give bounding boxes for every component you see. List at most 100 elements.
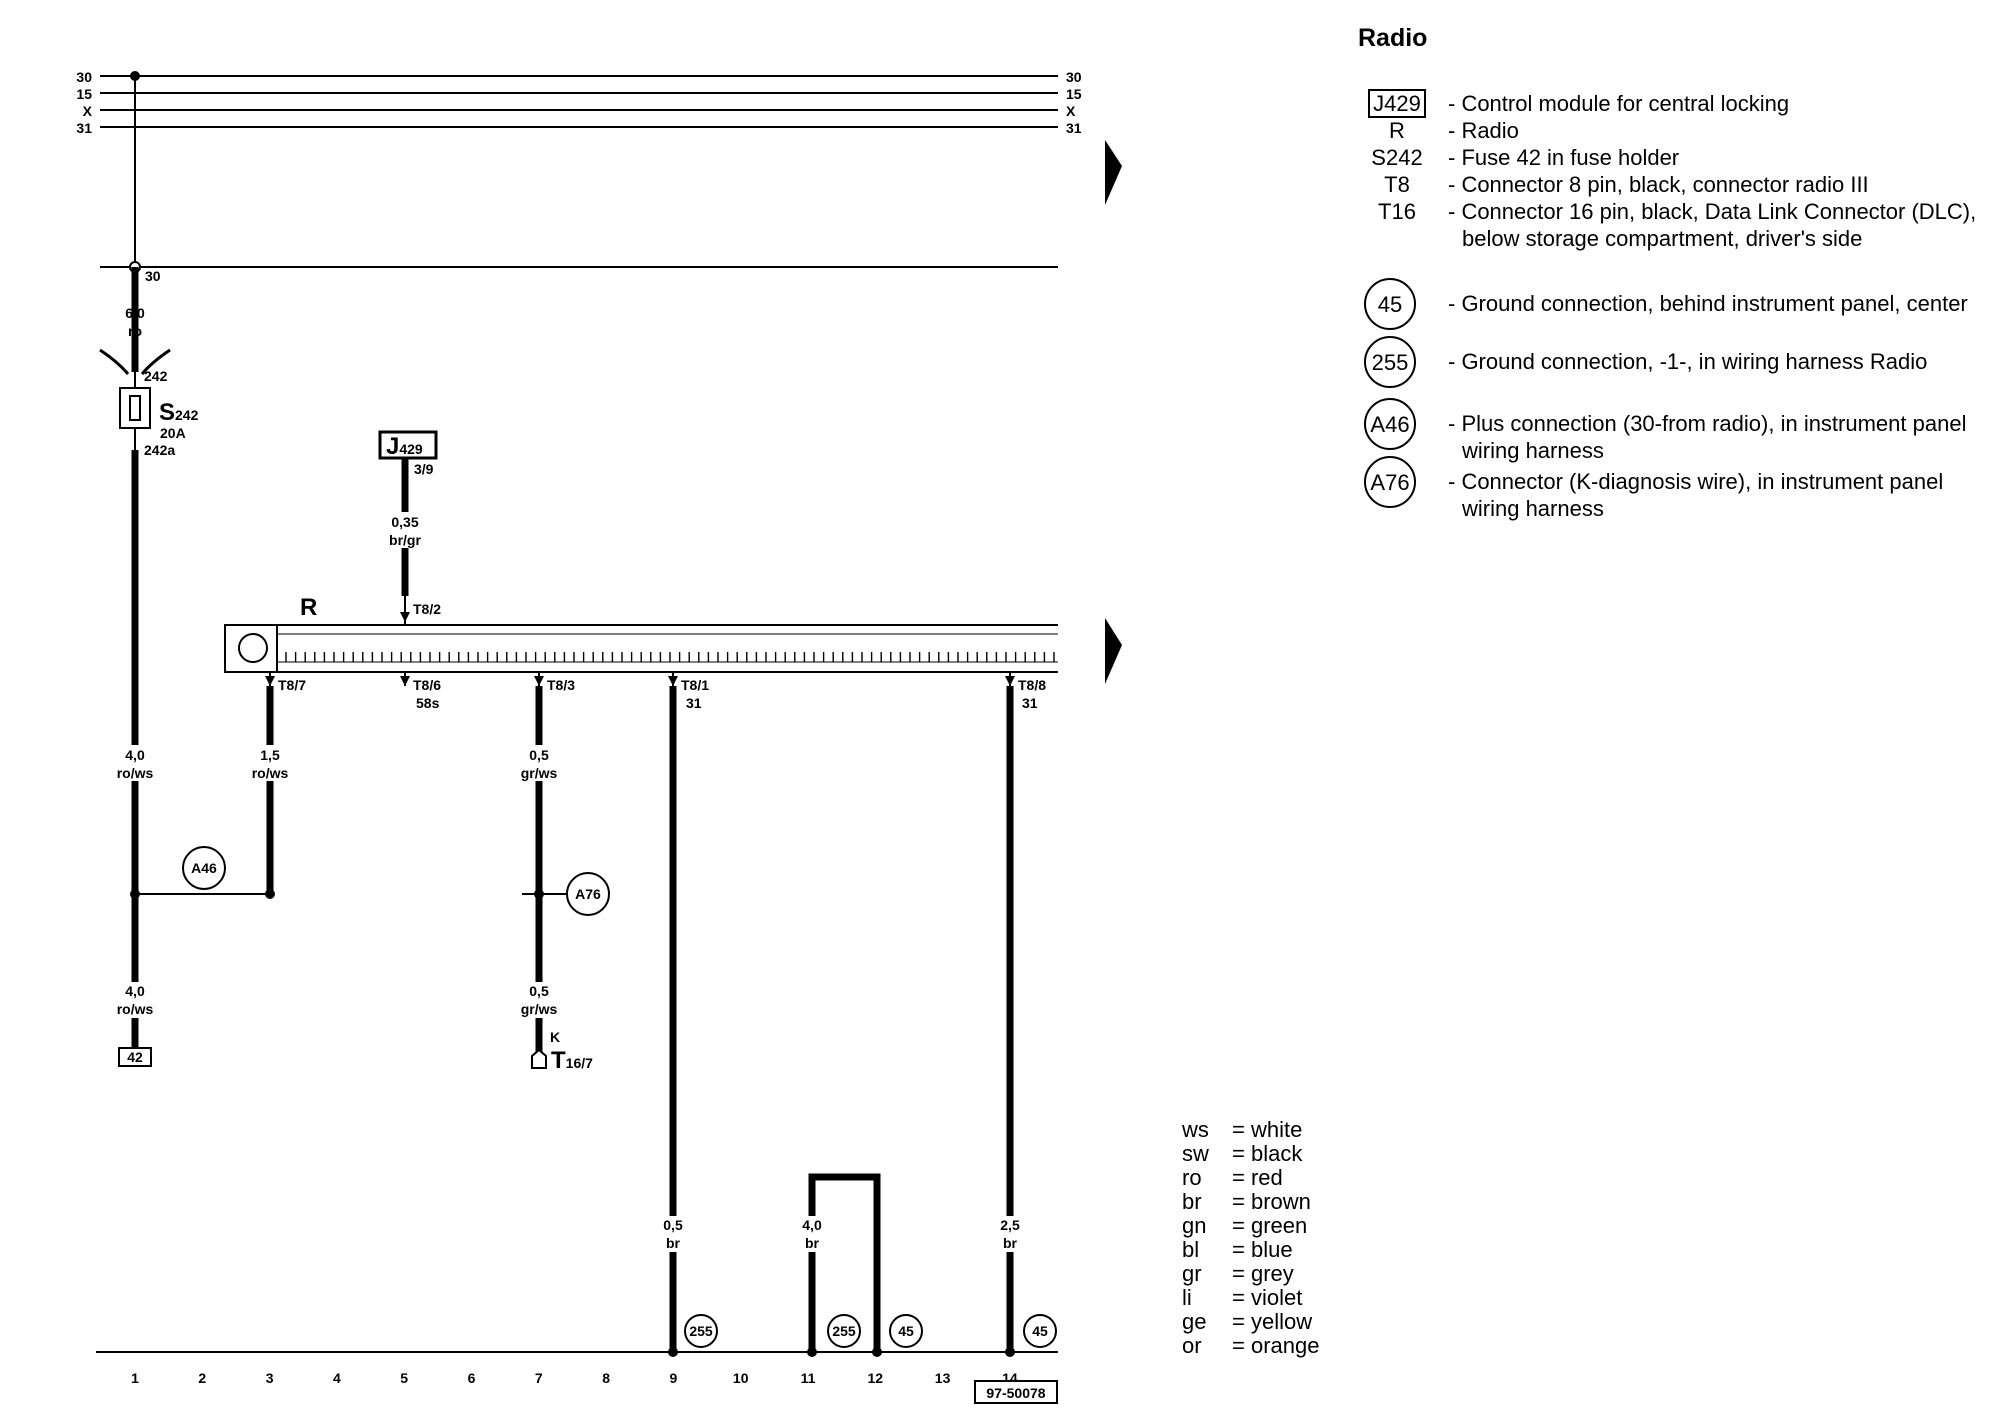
- color-row: ws = white: [1182, 1118, 1319, 1142]
- wire-j429-label-bg: [378, 512, 432, 548]
- color-name: = yellow: [1232, 1309, 1313, 1334]
- track-number: 11: [801, 1370, 816, 1386]
- fuse-rating: 20A: [160, 425, 186, 441]
- fuse-s242: [99, 348, 171, 450]
- color-abbr: gr: [1182, 1261, 1202, 1286]
- ground-255-a-label: 255: [689, 1323, 713, 1339]
- ground-45-a-label: 45: [898, 1323, 914, 1339]
- pin-t81: T8/1: [681, 677, 709, 693]
- wire-t88-color: br: [1003, 1235, 1018, 1251]
- wire-main-upper-label-bg: [110, 745, 160, 781]
- ground-45-a-circle: [889, 1314, 923, 1348]
- wire-t87-size: 1,5: [260, 747, 280, 763]
- ref-42-box: [118, 1047, 152, 1067]
- bus-labels-right: 30 15 X 31: [1066, 69, 1082, 136]
- a76-circle: [566, 872, 610, 916]
- ground-45-b-circle: [1023, 1314, 1057, 1348]
- wiring-diagram: 30 15 X 31 30 15 X 31 30 6,0 ro 242 S242…: [76, 69, 1122, 1404]
- pin-t87: T8/7: [278, 677, 306, 693]
- pin-t88-extra: 31: [1022, 695, 1038, 711]
- wire-t88-size: 2,5: [1000, 1217, 1020, 1233]
- t16-sub: 16/7: [566, 1055, 593, 1071]
- wire-t81-size: 0,5: [663, 1217, 683, 1233]
- legend-desc-a76: - Connector (K-diagnosis wire), in instr…: [1448, 469, 1944, 521]
- pin-t86-extra: 58s: [416, 695, 440, 711]
- legend-desc-j429: - Control module for central locking: [1448, 91, 1790, 116]
- pin-t86: T8/6: [413, 677, 441, 693]
- legend-desc-s242: - Fuse 42 in fuse holder: [1448, 145, 1680, 170]
- color-abbr: ws: [1182, 1117, 1209, 1142]
- color-row: bl= blue: [1182, 1238, 1319, 1262]
- wire-t83-upper-size: 0,5: [529, 747, 549, 763]
- color-row: gn= green: [1182, 1214, 1319, 1238]
- ground-255-b-label: 255: [832, 1323, 856, 1339]
- bus-labels-left: 30 15 X 31: [76, 69, 92, 136]
- doc-number-box: [974, 1380, 1058, 1404]
- bus-label-x-left: X: [83, 103, 93, 119]
- wire-t81-color: br: [666, 1235, 681, 1251]
- track-number: 8: [602, 1370, 610, 1386]
- legend-code-255: 255: [1364, 336, 1416, 388]
- terminal-30-label: 30: [145, 268, 161, 284]
- legend-desc-r: - Radio: [1448, 118, 1519, 143]
- j429-sub: 429: [399, 441, 423, 457]
- fuse-sub: 242: [175, 407, 199, 423]
- color-abbr: sw: [1182, 1141, 1209, 1166]
- track-number: 2: [198, 1370, 206, 1386]
- track-number: 10: [733, 1370, 749, 1386]
- legend-desc-t8: - Connector 8 pin, black, connector radi…: [1448, 172, 1869, 197]
- continuation-arrow-top: [1105, 140, 1122, 205]
- j429-pin: 3/9: [414, 461, 434, 477]
- t16-connector-icon: [531, 1048, 547, 1069]
- doc-number: 97-50078: [986, 1385, 1045, 1401]
- junction-30: [130, 71, 140, 81]
- color-name: = grey: [1232, 1261, 1294, 1286]
- a46-circle: [182, 846, 226, 890]
- color-name: = black: [1232, 1141, 1303, 1166]
- track-number: 5: [400, 1370, 408, 1386]
- color-abbr: gn: [1182, 1213, 1207, 1238]
- pin-t81-extra: 31: [686, 695, 702, 711]
- color-row: ro= red: [1182, 1166, 1319, 1190]
- color-name: = brown: [1232, 1189, 1311, 1214]
- legend-row-t8: T8 - Connector 8 pin, black, connector r…: [1356, 171, 1986, 198]
- track-number: 13: [935, 1370, 951, 1386]
- continuation-arrow-middle: [1105, 618, 1122, 684]
- color-row: ge = yellow: [1182, 1310, 1319, 1334]
- j429-letter: J: [386, 433, 399, 460]
- wire-fuse-in-color: ro: [128, 323, 142, 339]
- fuse-label: S242: [159, 399, 199, 426]
- legend-row-s242: S242 - Fuse 42 in fuse holder: [1356, 144, 1986, 171]
- color-row: or= orange: [1182, 1334, 1319, 1358]
- radio-component: [224, 624, 1058, 673]
- color-name: = red: [1232, 1165, 1283, 1190]
- legend-code-t16: T16: [1378, 199, 1416, 224]
- ref-42: 42: [127, 1049, 143, 1065]
- wire-t87-color: ro/ws: [252, 765, 289, 781]
- fuse-out-pin: 242a: [144, 442, 175, 458]
- j429-label: J429: [386, 433, 423, 460]
- wire-main-lower-label-bg: [110, 982, 160, 1018]
- color-name: = white: [1232, 1117, 1303, 1142]
- bus-label-15-right: 15: [1066, 86, 1082, 102]
- color-abbr: ge: [1182, 1309, 1207, 1334]
- bus-label-31-left: 31: [76, 120, 92, 136]
- wire-j429-size: 0,35: [391, 514, 418, 530]
- ground-45-b-label: 45: [1032, 1323, 1048, 1339]
- pin-t88: T8/8: [1018, 677, 1046, 693]
- bus-label-30-right: 30: [1066, 69, 1082, 85]
- track-number: 9: [670, 1370, 678, 1386]
- wire-ground-loop: [808, 1173, 881, 1352]
- k-label: K: [550, 1029, 560, 1045]
- fuse-letter: S: [159, 399, 175, 426]
- wire-fuse-in-size: 6,0: [125, 305, 145, 321]
- legend-code-a46: A46: [1364, 398, 1416, 450]
- bus-label-30-left: 30: [76, 69, 92, 85]
- ground-255-b-circle: [827, 1314, 861, 1348]
- bus-lines: [100, 75, 1058, 268]
- track-number: 12: [868, 1370, 884, 1386]
- legend-row-r: R - Radio: [1356, 117, 1986, 144]
- legend-desc-45: - Ground connection, behind instrument p…: [1448, 291, 1968, 316]
- bus-label-x-right: X: [1066, 103, 1076, 119]
